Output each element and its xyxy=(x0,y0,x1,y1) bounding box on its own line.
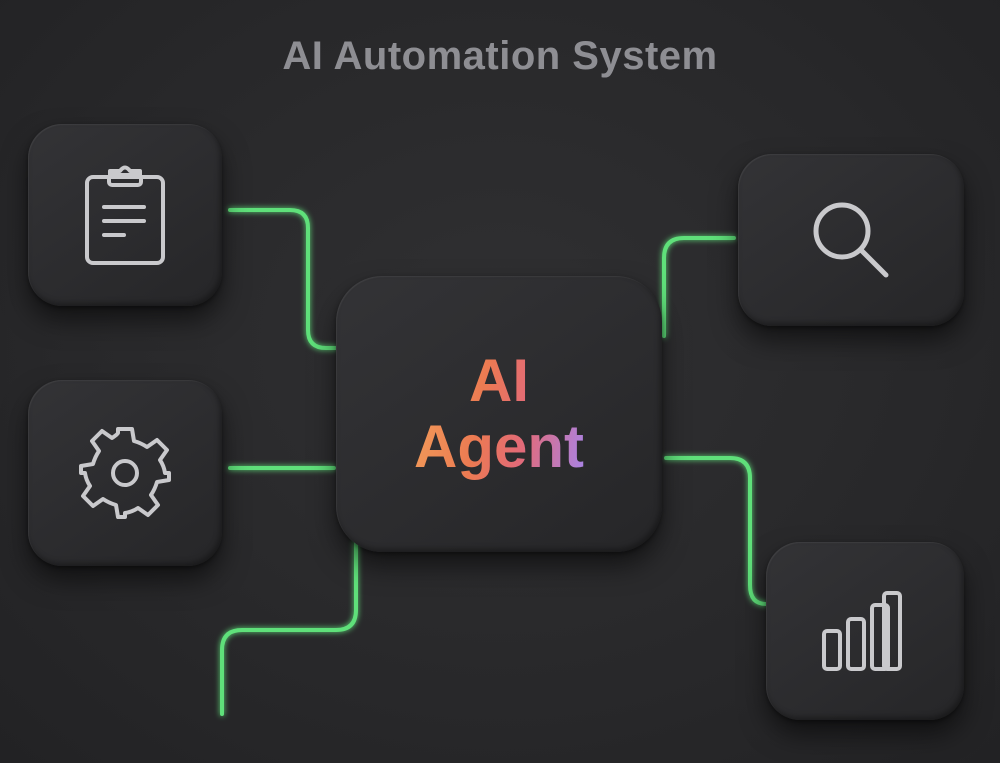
ai-agent-label: AI Agent xyxy=(414,348,584,480)
bar-chart-icon xyxy=(822,591,902,671)
ai-agent-label-line1: AI xyxy=(468,347,529,414)
clipboard-icon xyxy=(85,165,165,265)
settings-node[interactable] xyxy=(28,380,222,566)
ai-agent-label-line2: Agent xyxy=(414,413,584,480)
clipboard-node[interactable] xyxy=(28,124,222,306)
connector-clipboard-to-agent xyxy=(228,208,338,350)
gear-icon xyxy=(79,427,171,519)
diagram-title: AI Automation System xyxy=(282,34,718,78)
connector-agent-to-chart xyxy=(664,456,768,606)
connector-agent-to-search xyxy=(662,236,736,338)
search-icon xyxy=(813,202,889,278)
analytics-node[interactable] xyxy=(766,542,964,720)
ai-agent-node[interactable]: AI Agent xyxy=(336,276,662,552)
connector-agent-to-bottom xyxy=(220,538,358,716)
search-node[interactable] xyxy=(738,154,964,326)
